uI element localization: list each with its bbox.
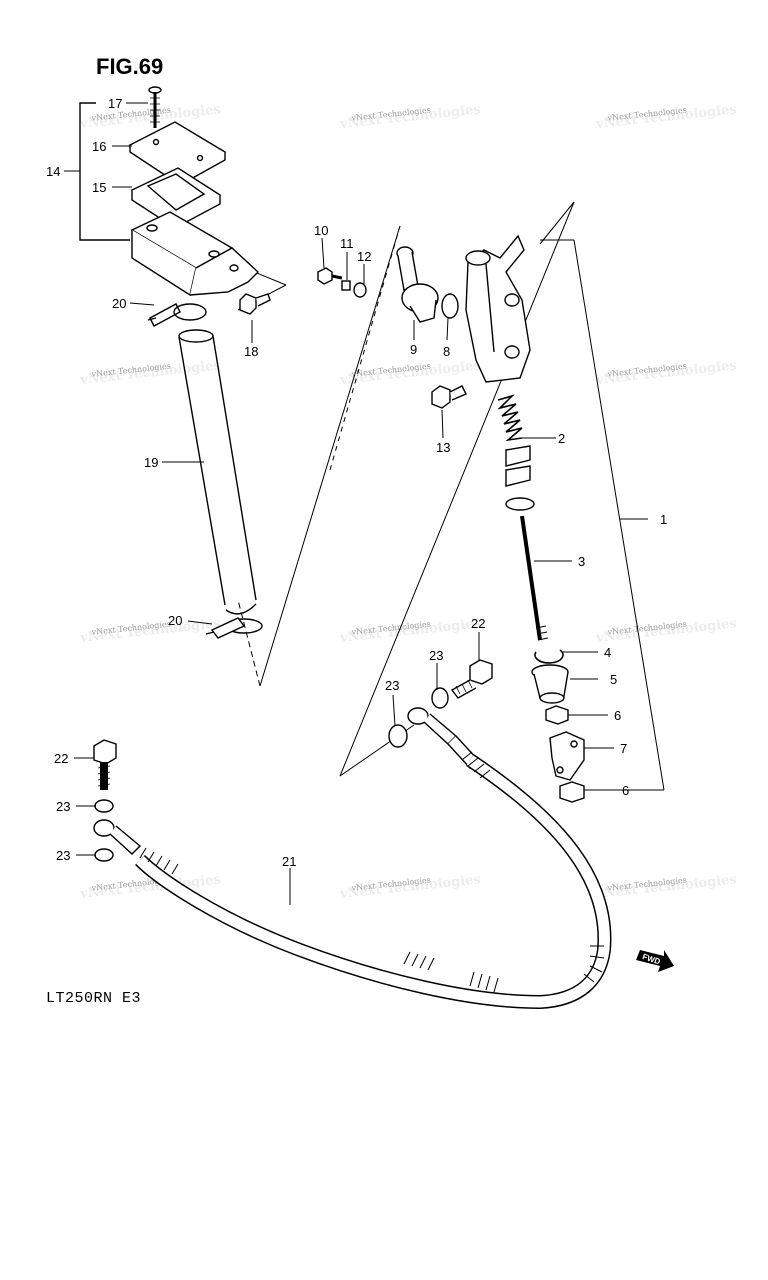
figure-title: FIG.69 <box>96 54 164 79</box>
hose-armor-rings <box>139 751 605 993</box>
callout-19: 19 <box>144 455 158 470</box>
guide-lines <box>229 201 665 791</box>
callout-10: 10 <box>314 223 328 238</box>
callout-16: 16 <box>92 139 106 154</box>
callout-20-bottom: 20 <box>168 613 182 628</box>
callout-6-lower: 6 <box>622 783 629 798</box>
master-cylinder-parts <box>317 234 585 803</box>
banjo-fitting-upper <box>407 707 479 770</box>
model-code: LT250RN E3 <box>46 990 142 1007</box>
circlip-4 <box>534 649 564 664</box>
bolt-13 <box>431 385 467 409</box>
union-bolt-22-upper <box>450 659 493 699</box>
hose-clamp-20-bottom <box>205 617 263 639</box>
watermark: vNext Technologies vNext Technologies <box>338 872 481 902</box>
screw-17 <box>148 86 162 128</box>
callout-2: 2 <box>558 431 565 446</box>
nut-6-upper <box>545 705 569 725</box>
watermark: vNext Technologies vNext Technologies <box>78 358 221 388</box>
gasket-23-lower-a <box>94 799 114 813</box>
callout-3: 3 <box>578 554 585 569</box>
spring-2 <box>497 394 535 511</box>
callout-22-lower: 22 <box>54 751 68 766</box>
washer-12 <box>353 282 367 298</box>
callout-20-top: 20 <box>112 296 126 311</box>
callout-21: 21 <box>282 854 296 869</box>
o-ring-8 <box>441 293 459 319</box>
callout-15: 15 <box>92 180 106 195</box>
brake-hose-assembly <box>93 659 612 1010</box>
callout-22-upper: 22 <box>471 616 485 631</box>
callout-1: 1 <box>660 512 667 527</box>
watermark: vNext Technologies vNext Technologies <box>338 358 481 388</box>
gasket-23-lower-b <box>94 848 114 862</box>
leader-lines <box>64 102 648 905</box>
hose-clamp-20-top <box>147 303 207 327</box>
nut-11 <box>341 280 351 291</box>
callout-7: 7 <box>620 741 627 756</box>
reservoir-hose-19 <box>178 329 257 615</box>
cylinder-body <box>465 234 531 383</box>
callout-6-upper: 6 <box>614 708 621 723</box>
reservoir-assembly <box>79 86 271 639</box>
screw-10 <box>317 267 343 285</box>
callout-13: 13 <box>436 440 450 455</box>
callout-labels: 17 16 15 14 20 18 19 20 10 11 12 9 8 13 … <box>46 96 667 869</box>
watermark: vNext Technologies vNext Technologies <box>594 358 737 388</box>
callout-5: 5 <box>610 672 617 687</box>
svg-text:FWD: FWD <box>641 952 661 966</box>
hose-21-inner <box>136 755 610 1008</box>
bolt-18 <box>239 293 271 315</box>
watermark: vNext Technologies vNext Technologies <box>594 872 737 902</box>
hose-joint-9 <box>396 246 439 323</box>
watermark: vNext Technologies vNext Technologies <box>594 616 737 646</box>
gasket-23-upper <box>431 687 449 709</box>
watermark: vNext Technologies vNext Technologies <box>338 102 481 132</box>
fwd-arrow-icon: FWD <box>636 950 674 972</box>
callout-23-mid: 23 <box>385 678 399 693</box>
push-rod-3 <box>520 515 549 641</box>
gasket-23-mid <box>388 724 408 748</box>
clevis-7 <box>549 731 585 781</box>
nut-6-lower <box>559 781 585 803</box>
union-bolt-22-lower <box>93 739 117 790</box>
boot-5 <box>531 664 569 704</box>
callout-11: 11 <box>340 236 354 251</box>
callout-12: 12 <box>357 249 371 264</box>
watermark: vNext Technologies vNext Technologies <box>594 102 737 132</box>
callout-23-lower-a: 23 <box>56 799 70 814</box>
watermark: vNext Technologies vNext Technologies <box>78 102 221 132</box>
callout-9: 9 <box>410 342 417 357</box>
reservoir-body <box>130 211 260 297</box>
callout-18: 18 <box>244 344 258 359</box>
reservoir-cap-16 <box>128 121 227 186</box>
callout-23-upper: 23 <box>429 648 443 663</box>
callout-4: 4 <box>604 645 611 660</box>
banjo-fitting-lower <box>93 819 142 855</box>
callout-17: 17 <box>108 96 122 111</box>
callout-23-lower-b: 23 <box>56 848 70 863</box>
callout-8: 8 <box>443 344 450 359</box>
callout-14: 14 <box>46 164 60 179</box>
watermark: vNext Technologies vNext Technologies <box>338 616 481 646</box>
watermark: vNext Technologies vNext Technologies <box>78 616 221 646</box>
